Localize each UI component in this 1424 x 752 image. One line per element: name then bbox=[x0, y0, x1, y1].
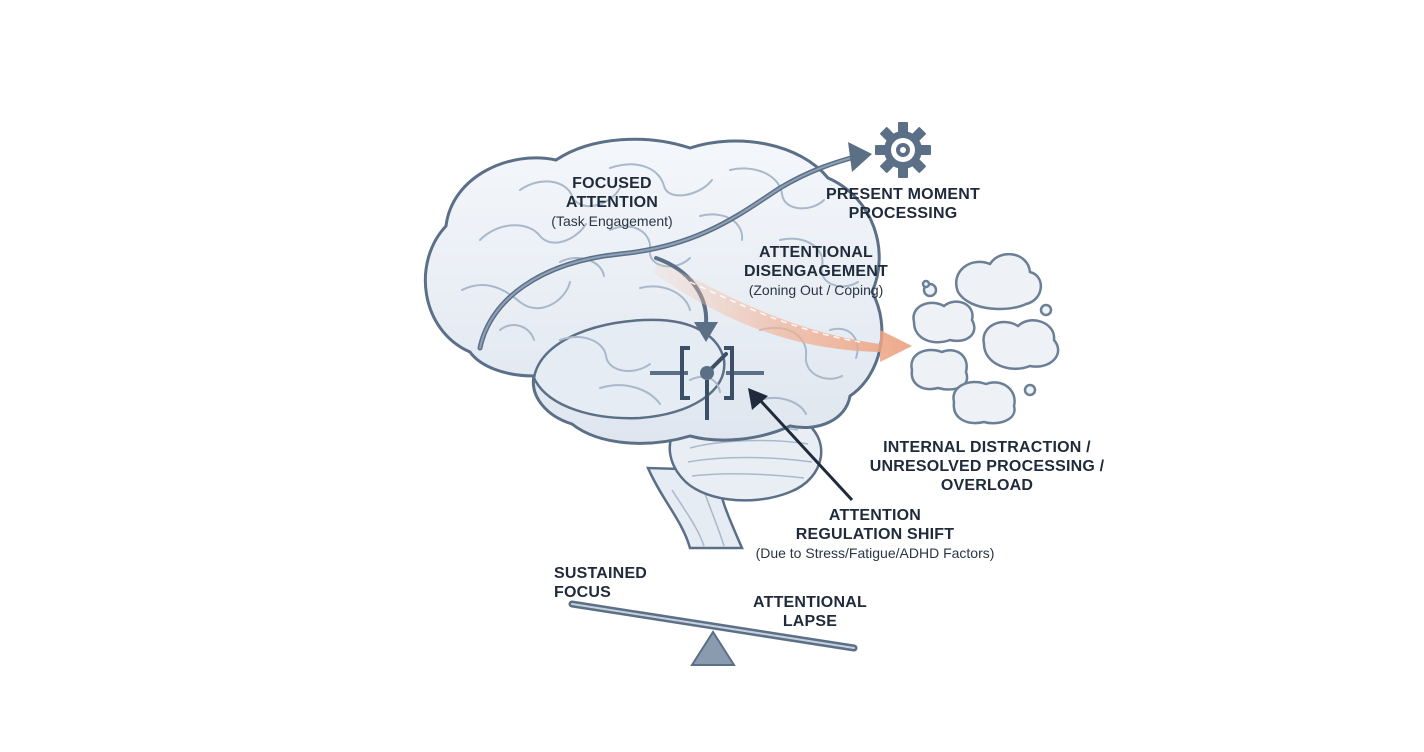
label-present-moment: PRESENT MOMENT PROCESSING bbox=[808, 185, 998, 223]
focused-line2: ATTENTION bbox=[565, 194, 659, 211]
present-line2: PROCESSING bbox=[848, 205, 958, 222]
focused-line1: FOCUSED bbox=[572, 175, 652, 192]
lapse-line1: ATTENTIONAL bbox=[753, 594, 867, 611]
disengage-line2: DISENGAGEMENT bbox=[744, 263, 888, 280]
label-attentional-lapse: ATTENTIONAL LAPSE bbox=[742, 593, 878, 631]
internal-line2: UNRESOLVED PROCESSING / bbox=[869, 458, 1105, 475]
focused-sub: (Task Engagement) bbox=[551, 213, 673, 229]
regulation-line1: ATTENTION bbox=[828, 507, 922, 524]
label-sustained-focus: SUSTAINED FOCUS bbox=[554, 564, 674, 602]
disengage-line1: ATTENTIONAL bbox=[759, 244, 873, 261]
label-internal-distraction: INTERNAL DISTRACTION / UNRESOLVED PROCES… bbox=[862, 438, 1112, 495]
gear-icon bbox=[875, 122, 931, 178]
switch-icon bbox=[650, 346, 764, 420]
regulation-arrow bbox=[748, 388, 854, 502]
internal-line1: INTERNAL DISTRACTION / bbox=[883, 439, 1091, 456]
present-line1: PRESENT MOMENT bbox=[826, 186, 980, 203]
disengagement-arrow bbox=[652, 262, 912, 362]
regulation-line2: REGULATION SHIFT bbox=[795, 526, 955, 543]
focused-attention-arrow bbox=[477, 142, 872, 351]
label-attentional-disengagement: ATTENTIONAL DISENGAGEMENT (Zoning Out / … bbox=[728, 243, 904, 300]
label-focused-attention: FOCUSED ATTENTION (Task Engagement) bbox=[532, 174, 692, 231]
sustained-line2: FOCUS bbox=[554, 584, 611, 601]
seesaw-icon bbox=[568, 600, 858, 666]
lapse-line2: LAPSE bbox=[782, 613, 838, 630]
disengage-sub: (Zoning Out / Coping) bbox=[748, 282, 884, 298]
internal-line3: OVERLOAD bbox=[940, 477, 1034, 494]
thought-cloud-icon bbox=[910, 252, 1060, 425]
label-regulation-shift: ATTENTION REGULATION SHIFT (Due to Stres… bbox=[742, 506, 1008, 563]
sustained-line1: SUSTAINED bbox=[554, 565, 648, 582]
regulation-sub: (Due to Stress/Fatigue/ADHD Factors) bbox=[755, 545, 995, 561]
